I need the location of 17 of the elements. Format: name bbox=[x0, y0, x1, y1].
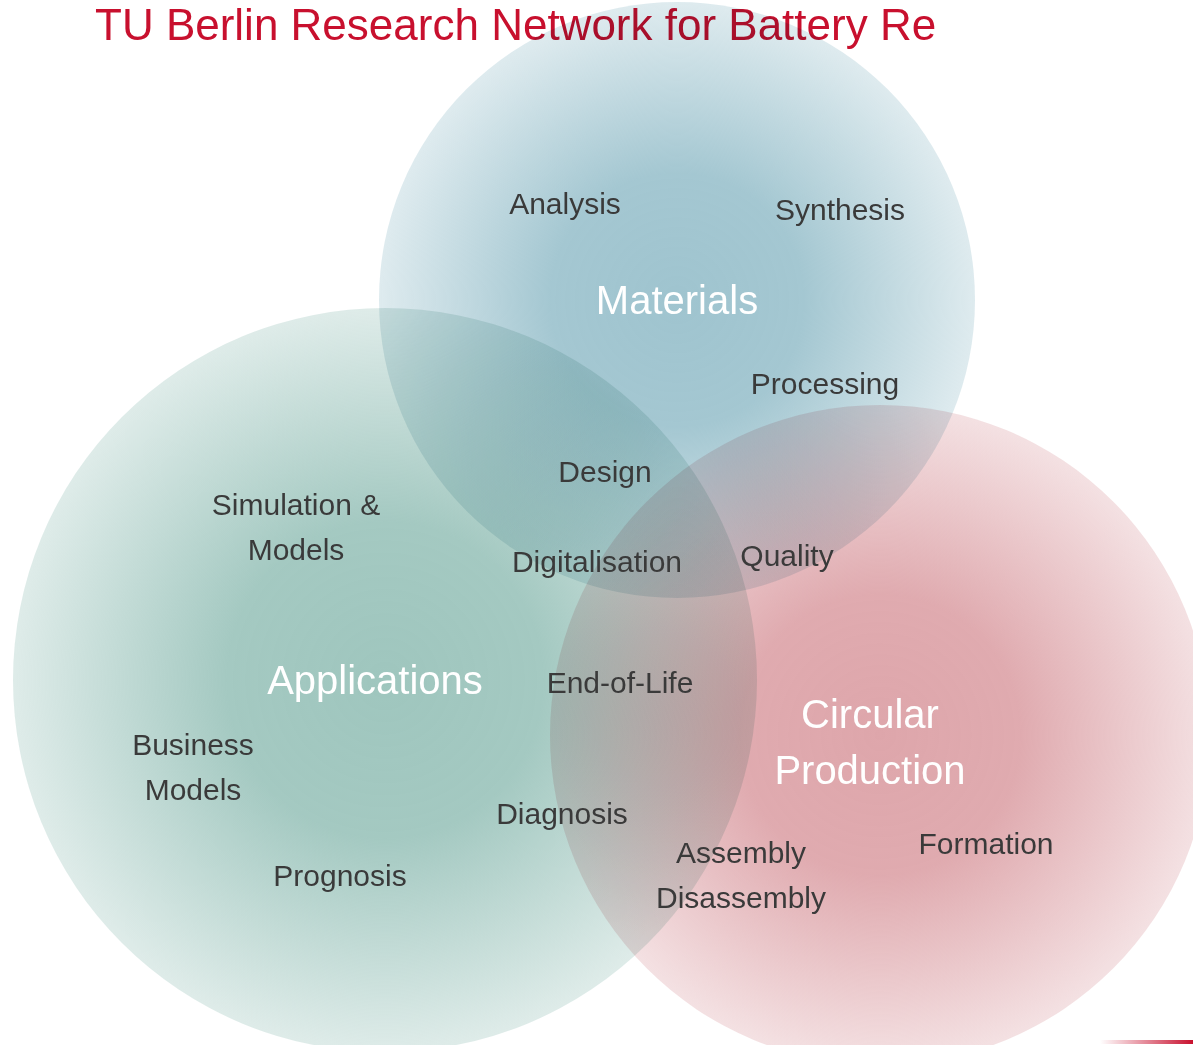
topic-label: Quality bbox=[740, 537, 834, 574]
topic-label: Simulation & Models bbox=[210, 487, 382, 568]
topic-label: Business Models bbox=[131, 727, 255, 808]
title: TU Berlin Research Network for Battery Re bbox=[95, 0, 937, 50]
topic-label: Digitalisation bbox=[511, 543, 683, 580]
topic-label: Assembly Disassembly bbox=[654, 835, 827, 916]
circle-title: Materials bbox=[594, 277, 760, 324]
topic-label: Design bbox=[558, 453, 652, 490]
topic-label: Prognosis bbox=[273, 857, 407, 894]
topic-label: Formation bbox=[918, 825, 1054, 862]
topic-label: Processing bbox=[750, 365, 900, 402]
topic-label: Synthesis bbox=[774, 191, 906, 228]
circle-title: Applications bbox=[266, 657, 484, 704]
topic-label: Analysis bbox=[509, 185, 621, 222]
topic-label: Diagnosis bbox=[496, 795, 628, 832]
topic-label: End-of-Life bbox=[546, 664, 694, 701]
circle-title: Circular Production bbox=[773, 691, 967, 794]
